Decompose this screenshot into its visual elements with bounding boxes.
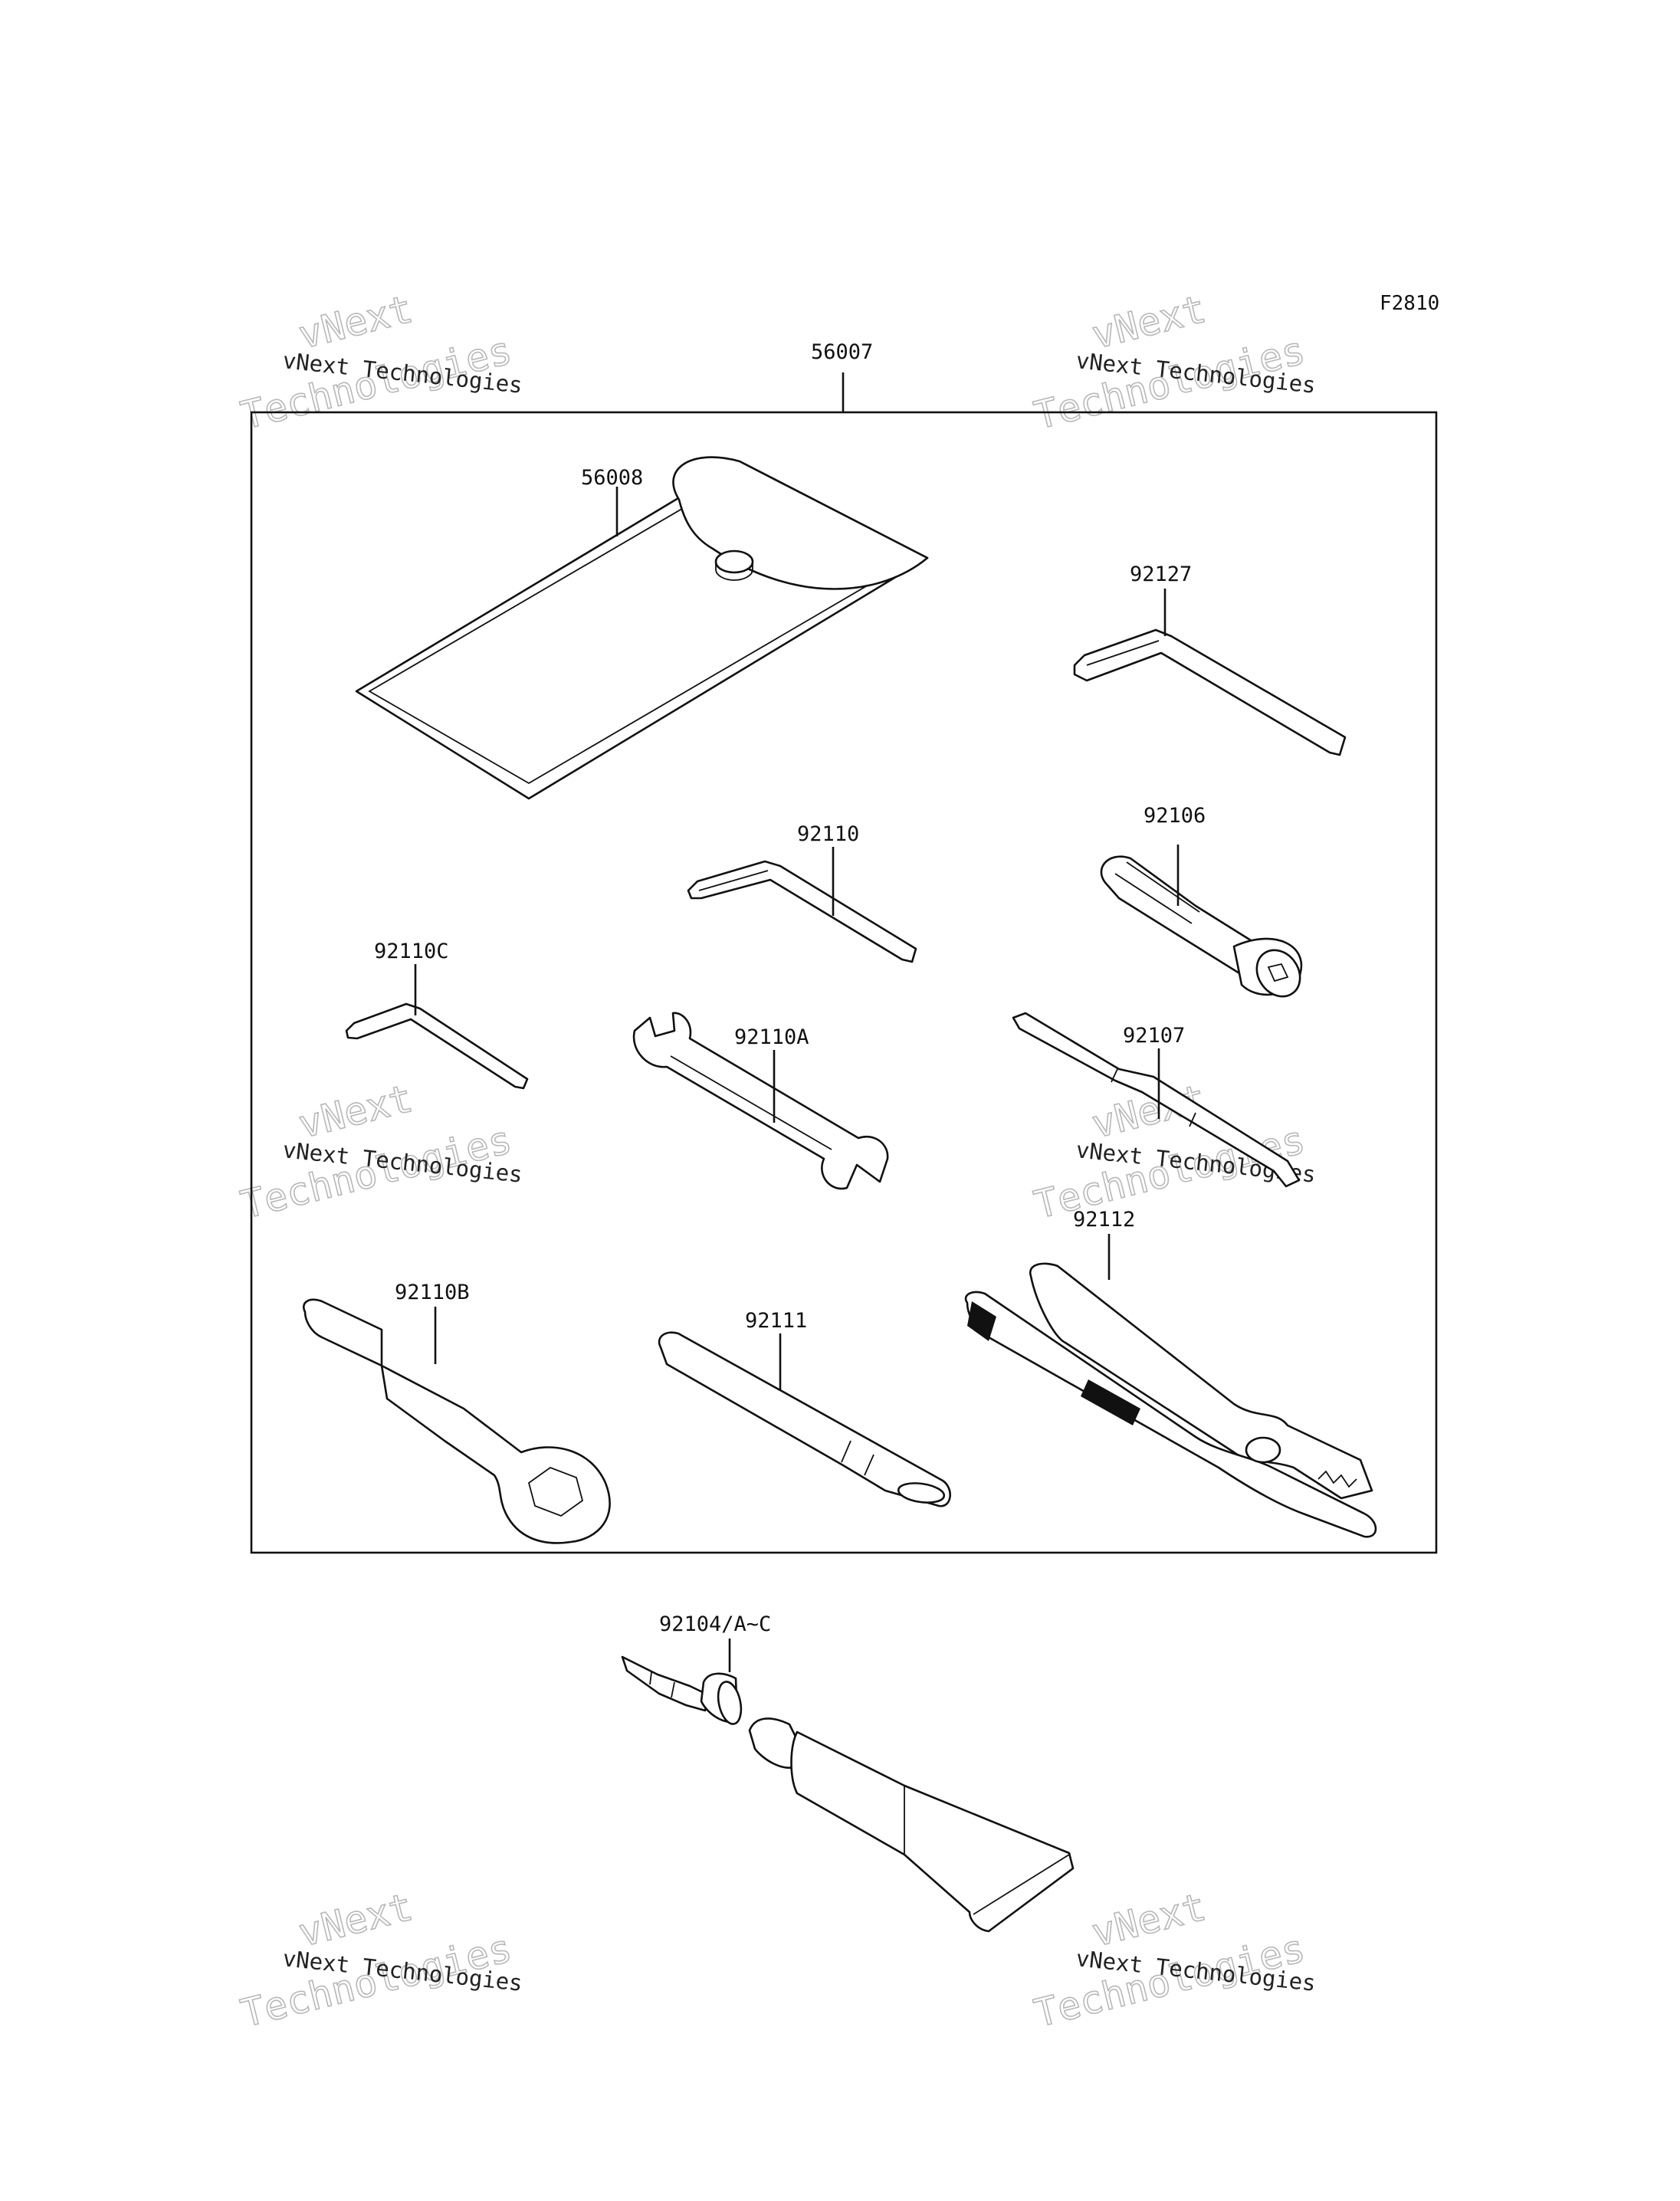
tool-pouch-icon — [355, 456, 929, 800]
part-label-92111[interactable]: 92111 — [745, 1309, 807, 1333]
watermark-mid-left: vNext Technologies vNext Technologies — [236, 1075, 523, 1228]
part-label-92106[interactable]: 92106 — [1144, 804, 1206, 828]
svg-text:vNext: vNext — [1088, 1884, 1210, 1956]
watermark-bottom-right: vNext Technologies vNext Technologies — [1029, 1884, 1317, 2036]
svg-text:vNext: vNext — [294, 1884, 417, 1956]
svg-text:vNext: vNext — [294, 287, 417, 358]
watermark-top-left: vNext Technologies vNext Technologies — [236, 286, 523, 438]
extension-bar-icon — [658, 1331, 951, 1507]
part-label-92104[interactable]: 92104/A~C — [659, 1612, 771, 1636]
hex-key-icon — [345, 1002, 529, 1090]
part-label-92112[interactable]: 92112 — [1073, 1208, 1135, 1232]
open-end-wrench-icon — [632, 1012, 889, 1190]
screwdriver-bit-icon — [1012, 1012, 1301, 1188]
hex-key-icon — [1073, 628, 1347, 756]
box-wrench-icon — [303, 1298, 611, 1544]
pliers-icon — [964, 1262, 1377, 1538]
part-label-92107[interactable]: 92107 — [1123, 1024, 1185, 1048]
hex-key-icon — [687, 860, 917, 963]
figure-code: F2810 — [1380, 292, 1439, 315]
watermark-bottom-left: vNext Technologies vNext Technologies — [236, 1884, 523, 2036]
part-label-56008[interactable]: 56008 — [581, 466, 643, 490]
part-label-92110B[interactable]: 92110B — [395, 1281, 470, 1304]
svg-text:vNext: vNext — [1088, 287, 1210, 358]
part-label-92110A[interactable]: 92110A — [734, 1025, 809, 1049]
tire-repair-kit-icon — [621, 1655, 1075, 1933]
part-label-56007[interactable]: 56007 — [811, 340, 873, 364]
screwdriver-handle-icon — [1100, 855, 1303, 998]
watermark-top-right: vNext Technologies vNext Technologies — [1029, 286, 1317, 438]
part-label-92110[interactable]: 92110 — [797, 822, 859, 846]
part-label-92110C[interactable]: 92110C — [374, 940, 449, 963]
part-label-92127[interactable]: 92127 — [1130, 563, 1192, 586]
svg-text:vNext: vNext — [294, 1076, 417, 1147]
